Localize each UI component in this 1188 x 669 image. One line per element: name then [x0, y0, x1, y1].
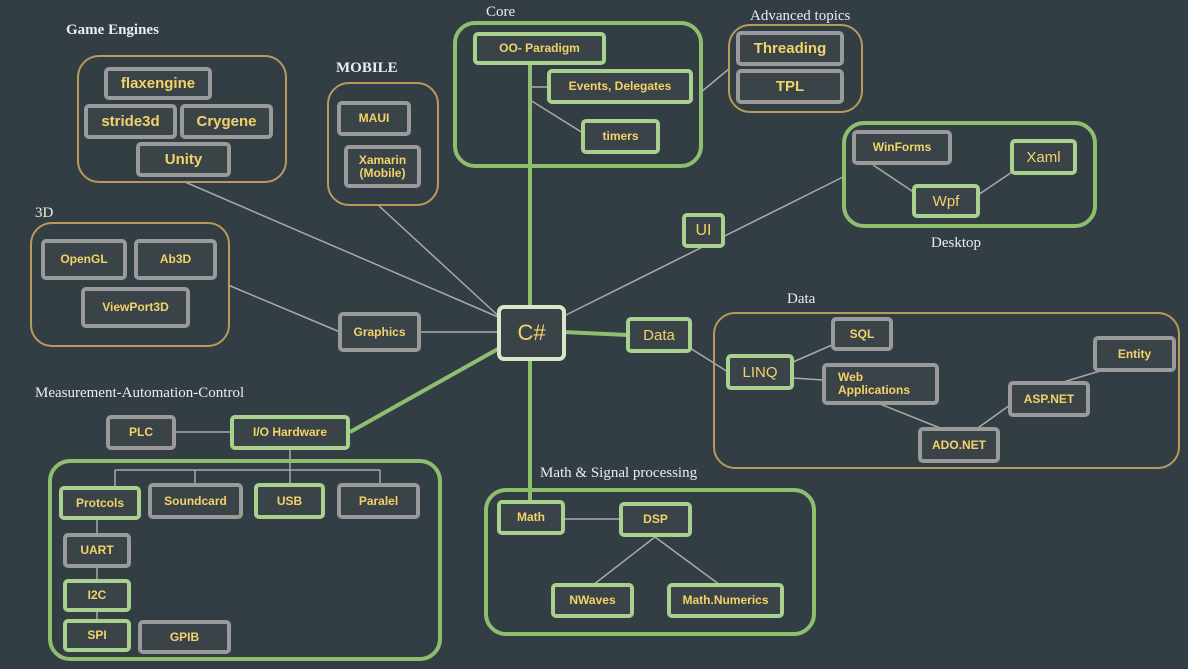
link-dsp-nwaves — [592, 536, 656, 586]
mobile-title: MOBILE — [336, 60, 398, 76]
node-tpl[interactable]: TPL — [736, 69, 844, 104]
node-gpib[interactable]: GPIB — [138, 620, 231, 654]
game-engines-title: Game Engines — [66, 22, 159, 38]
node-sql[interactable]: SQL — [831, 317, 893, 351]
node-events-delegates[interactable]: Events, Delegates — [547, 69, 693, 104]
desktop-title: Desktop — [931, 235, 981, 251]
node-linq[interactable]: LINQ — [726, 354, 794, 390]
link-wpf-xaml — [977, 169, 1016, 196]
node-ado-net[interactable]: ADO.NET — [918, 427, 1000, 463]
hub-io-hardware[interactable]: I/O Hardware — [230, 415, 350, 450]
three-d-group — [30, 222, 230, 347]
node-winforms[interactable]: WinForms — [852, 130, 952, 165]
node-threading[interactable]: Threading — [736, 31, 844, 66]
node-unity[interactable]: Unity — [136, 142, 231, 177]
node-protcols[interactable]: Protcols — [59, 486, 141, 520]
node-math[interactable]: Math — [497, 500, 565, 535]
node-web-applications[interactable]: Web Applications — [822, 363, 939, 405]
link-games — [184, 181, 506, 321]
game-engines-group — [77, 55, 287, 183]
link-mobile — [377, 204, 506, 323]
node-stride3d[interactable]: stride3d — [84, 104, 177, 139]
node-dsp[interactable]: DSP — [619, 502, 692, 537]
hub-plc[interactable]: PLC — [106, 415, 176, 450]
node-wpf[interactable]: Wpf — [912, 184, 980, 218]
advanced-title: Advanced topics — [750, 8, 851, 24]
measurement-title: Measurement-Automation-Control — [35, 385, 245, 401]
core-group — [453, 21, 703, 168]
node-flaxengine[interactable]: flaxengine — [104, 67, 212, 100]
node-usb[interactable]: USB — [254, 483, 325, 519]
link-web-ado — [879, 403, 946, 431]
link-linq-sql — [792, 344, 833, 363]
desktop-group — [842, 121, 1097, 228]
three-d-title: 3D — [35, 205, 54, 221]
data-group-title: Data — [787, 291, 816, 307]
node-i2c[interactable]: I2C — [63, 579, 131, 612]
link-advanced — [699, 67, 731, 94]
link-core-timers — [529, 99, 584, 134]
link-winforms-wpf — [872, 164, 919, 196]
link-3d — [227, 284, 341, 333]
hub-graphics[interactable]: Graphics — [338, 312, 421, 352]
node-opengl[interactable]: OpenGL — [41, 239, 127, 280]
node-oo-paradigm[interactable]: OO- Paradigm — [473, 32, 606, 65]
math-title: Math & Signal processing — [540, 465, 698, 481]
link-ado-asp — [974, 404, 1011, 431]
node-spi[interactable]: SPI — [63, 619, 131, 652]
node-uart[interactable]: UART — [63, 533, 131, 568]
mobile-group — [327, 82, 439, 206]
node-maui[interactable]: MAUI — [337, 101, 411, 136]
link-dsp-numerics — [654, 536, 721, 586]
node-timers[interactable]: timers — [581, 119, 660, 154]
node-ab3d[interactable]: Ab3D — [134, 239, 217, 280]
hub-ui[interactable]: UI — [682, 213, 725, 248]
node-asp-net[interactable]: ASP.NET — [1008, 381, 1090, 417]
node-xamarin[interactable]: Xamarin (Mobile) — [344, 145, 421, 188]
node-entity[interactable]: Entity — [1093, 336, 1176, 372]
link-data-linq — [689, 347, 729, 373]
link-linq-web — [792, 377, 824, 381]
hub-data[interactable]: Data — [626, 317, 692, 353]
spoke-data — [562, 330, 629, 337]
node-math-numerics[interactable]: Math.Numerics — [667, 583, 784, 618]
spoke-io — [349, 343, 506, 434]
measurement-group — [48, 459, 442, 661]
node-paralel[interactable]: Paralel — [337, 483, 420, 519]
center-csharp[interactable]: C# — [497, 305, 566, 361]
data-group — [713, 312, 1180, 469]
math-group — [484, 488, 816, 636]
core-title: Core — [486, 4, 516, 20]
node-crygene[interactable]: Crygene — [180, 104, 273, 139]
advanced-group — [728, 24, 863, 113]
node-xaml[interactable]: Xaml — [1010, 139, 1077, 175]
node-viewport3d[interactable]: ViewPort3D — [81, 287, 190, 328]
node-soundcard[interactable]: Soundcard — [148, 483, 243, 519]
node-nwaves[interactable]: NWaves — [551, 583, 634, 618]
